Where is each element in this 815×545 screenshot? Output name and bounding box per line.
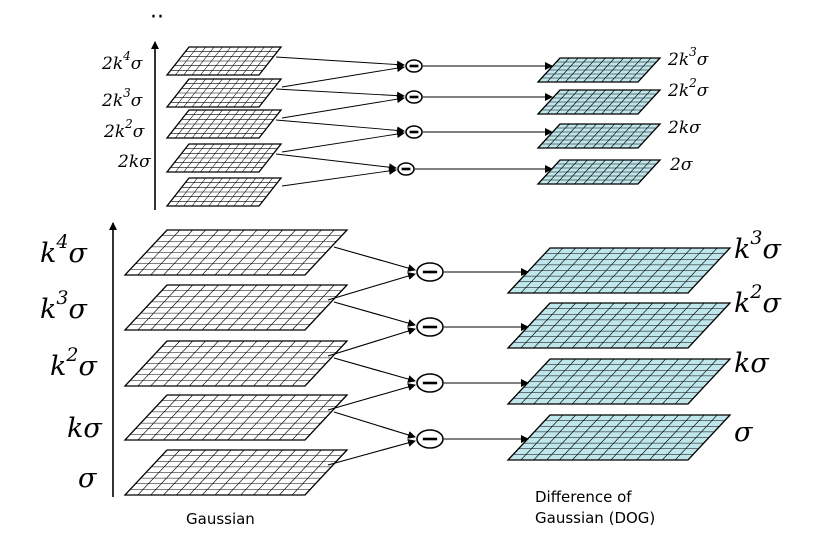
upper-input-arrow — [281, 167, 397, 187]
upper-gaussian-plate — [165, 46, 283, 76]
lower-gaussian-scale-label: k3σ — [40, 287, 88, 325]
upper-input-arrow — [281, 95, 405, 119]
upper-gaussian-plate — [165, 109, 283, 139]
lower-gaussian-plate — [123, 449, 349, 496]
dog-caption-line2: Gaussian (DOG) — [535, 509, 655, 527]
upper-gaussian-scale-labels: 2k4σ 2k3σ 2k2σ 2kσ — [101, 49, 151, 172]
lower-dog-plate — [506, 358, 732, 405]
upper-dog-scale-labels: 2k3σ 2k2σ 2kσ 2σ — [667, 45, 709, 175]
lower-input-arrow — [333, 411, 416, 439]
lower-input-arrow — [333, 246, 416, 272]
lower-gaussian-plate — [123, 229, 349, 276]
lower-gaussian-scale-label: kσ — [67, 413, 103, 444]
lower-subtract-operator — [416, 429, 444, 449]
upper-gaussian-plate — [165, 177, 283, 207]
upper-subtract-operators — [397, 59, 423, 176]
lower-gaussian-plate — [123, 394, 349, 441]
upper-gaussian-plate — [165, 78, 283, 108]
upper-dog-plate — [536, 159, 662, 185]
upper-subtract-operator — [405, 125, 423, 139]
upper-dog-scale-label: 2k3σ — [667, 45, 709, 70]
lower-input-arrow — [333, 357, 416, 383]
dog-caption-line1: Difference of — [535, 488, 632, 506]
lower-subtract-operator — [416, 262, 444, 282]
lower-dog-plate — [506, 302, 732, 349]
upper-dog-stack — [536, 57, 662, 185]
upper-input-arrow — [275, 88, 405, 100]
upper-input-arrow — [275, 56, 405, 69]
lower-input-arrow — [327, 439, 416, 466]
lower-dog-scale-label: kσ — [734, 348, 770, 379]
upper-input-arrow — [275, 153, 397, 172]
upper-gaussian-plate — [165, 143, 283, 173]
lower-dog-stack — [506, 247, 732, 461]
upper-dog-plate — [536, 89, 662, 115]
lower-dog-scale-label: σ — [734, 417, 754, 448]
lower-input-arrow — [327, 327, 416, 357]
upper-subtract-operator — [397, 162, 415, 176]
lower-dog-scale-label: k2σ — [734, 281, 782, 319]
lower-input-arrow — [327, 272, 416, 301]
upper-subtract-operator — [405, 59, 423, 73]
upper-input-arrow — [281, 130, 405, 153]
upper-dog-plate — [536, 123, 662, 149]
lower-dog-scale-label: k3σ — [734, 227, 782, 265]
upper-input-arrow — [275, 119, 405, 135]
upper-dog-plate — [536, 57, 662, 83]
lower-gaussian-scale-label: σ — [78, 463, 98, 494]
lower-subtract-operators — [416, 262, 444, 449]
lower-gaussian-scale-label: k2σ — [50, 344, 98, 382]
upper-gaussian-scale-label: 2kσ — [117, 152, 151, 172]
lower-input-arrow — [333, 301, 416, 327]
upper-dog-scale-label: 2kσ — [667, 118, 701, 138]
lower-gaussian-scale-labels: k4σ k3σ k2σ kσ σ — [40, 231, 103, 494]
lower-gaussian-stack — [123, 229, 349, 496]
upper-gaussian-scale-label: 2k4σ — [101, 49, 143, 74]
lower-input-arrow — [327, 383, 416, 411]
upper-dog-scale-label: 2σ — [669, 155, 693, 175]
lower-subtract-operator — [416, 317, 444, 337]
continuation-dots: ·· — [150, 5, 164, 30]
lower-gaussian-scale-label: k4σ — [40, 231, 88, 269]
lower-dog-scale-labels: k3σ k2σ kσ σ — [734, 227, 782, 448]
upper-input-arrow — [281, 64, 405, 88]
lower-subtract-operator — [416, 373, 444, 393]
lower-gaussian-plate — [123, 340, 349, 387]
upper-gaussian-stack — [165, 46, 283, 207]
upper-gaussian-scale-label: 2k3σ — [101, 86, 143, 111]
gaussian-caption: Gaussian — [186, 510, 255, 528]
upper-gaussian-scale-label: 2k2σ — [103, 117, 145, 142]
upper-dog-scale-label: 2k2σ — [667, 76, 709, 101]
lower-gaussian-plate — [123, 284, 349, 331]
upper-subtract-operator — [405, 90, 423, 104]
lower-dog-plate — [506, 414, 732, 461]
lower-dog-plate — [506, 247, 732, 294]
